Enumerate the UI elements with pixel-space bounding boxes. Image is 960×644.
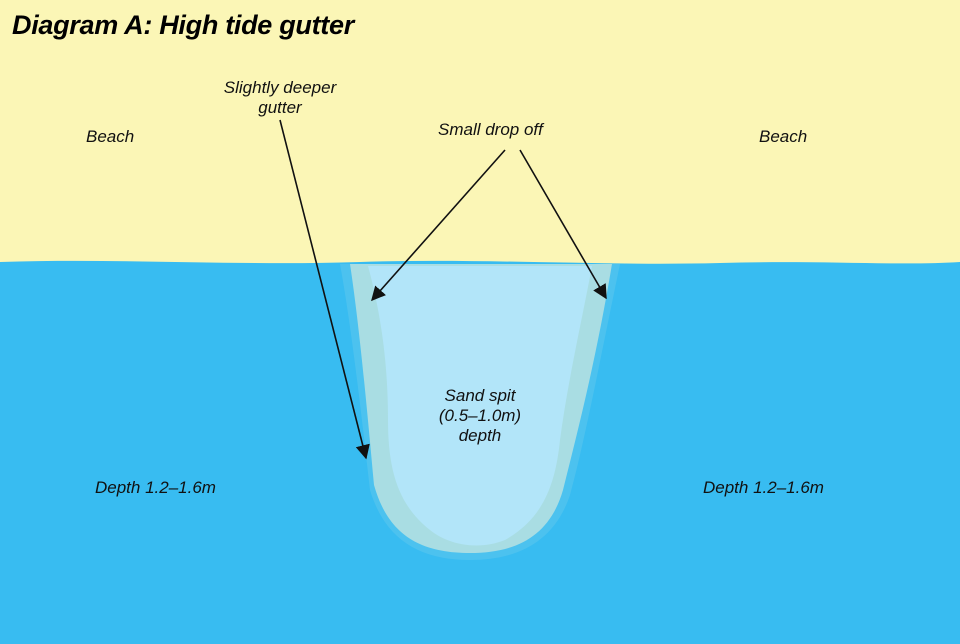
beach-label-left: Beach: [86, 127, 135, 146]
beach-label-right: Beach: [759, 127, 808, 146]
drop-off-label: Small drop off: [438, 120, 543, 139]
sand-spit-label: Sand spit (0.5–1.0m) depth: [420, 386, 540, 446]
sand-spit-label-line3: depth: [458, 426, 502, 445]
drop-off-arrow-left: [371, 149, 506, 302]
depth-label-right: Depth 1.2–1.6m: [703, 478, 824, 497]
gutter-label-line1: Slightly deeper: [223, 78, 337, 97]
gutter-label-line2: gutter: [258, 98, 302, 117]
sand-spit-label-line1: Sand spit: [444, 386, 516, 405]
sand-spit: [368, 266, 592, 546]
diagram-title: Diagram A: High tide gutter: [12, 10, 354, 40]
drop-off-arrow-right: [519, 149, 607, 300]
sand-spit-label-line2: (0.5–1.0m): [438, 406, 522, 425]
depth-label-left: Depth 1.2–1.6m: [95, 478, 216, 497]
gutter-arrow: [279, 119, 370, 460]
gutter-label: Slightly deeper gutter: [210, 78, 350, 118]
